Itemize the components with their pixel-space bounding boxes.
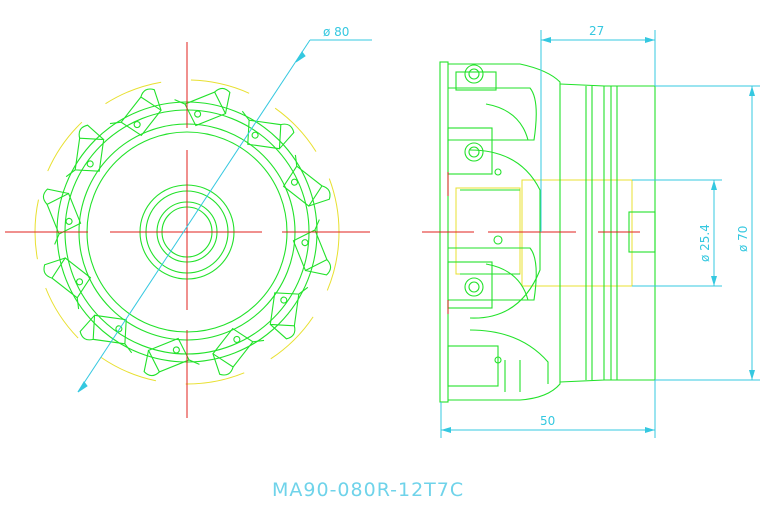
insert-pockets: [42, 87, 332, 377]
insert: [292, 219, 332, 276]
model-title: MA90-080R-12T7C: [272, 479, 464, 501]
insert: [109, 88, 162, 137]
screw: [464, 142, 484, 162]
insert: [143, 337, 200, 377]
insert: [212, 327, 265, 376]
insert: [241, 110, 295, 150]
body-diameter-label: ø 70: [736, 226, 750, 252]
overall-length-label: 50: [540, 414, 555, 428]
bore-diameter-label: ø 25.4: [698, 224, 712, 262]
screw: [464, 64, 484, 84]
insert-screws: [464, 64, 484, 297]
side-view: 27 50 ø 25.4 ø 70: [422, 24, 760, 438]
insert: [65, 124, 105, 178]
dimension-arrows: [441, 37, 755, 433]
body-length-label: 27: [589, 24, 604, 38]
side-dimension-lines: [440, 30, 760, 438]
insert: [174, 87, 231, 127]
side-center-lines: [422, 172, 640, 314]
front-center-lines: [5, 42, 370, 418]
insert: [43, 257, 92, 310]
hidden-lines: [455, 179, 633, 287]
insert: [282, 154, 331, 207]
diameter-leader: [77, 39, 372, 393]
front-view: ø 80: [5, 25, 372, 418]
screw: [464, 277, 484, 297]
cutting-diameter-label: ø 80: [323, 25, 349, 39]
insert: [42, 188, 82, 245]
side-body: [439, 61, 656, 403]
insert: [269, 286, 309, 340]
insert: [79, 314, 133, 354]
